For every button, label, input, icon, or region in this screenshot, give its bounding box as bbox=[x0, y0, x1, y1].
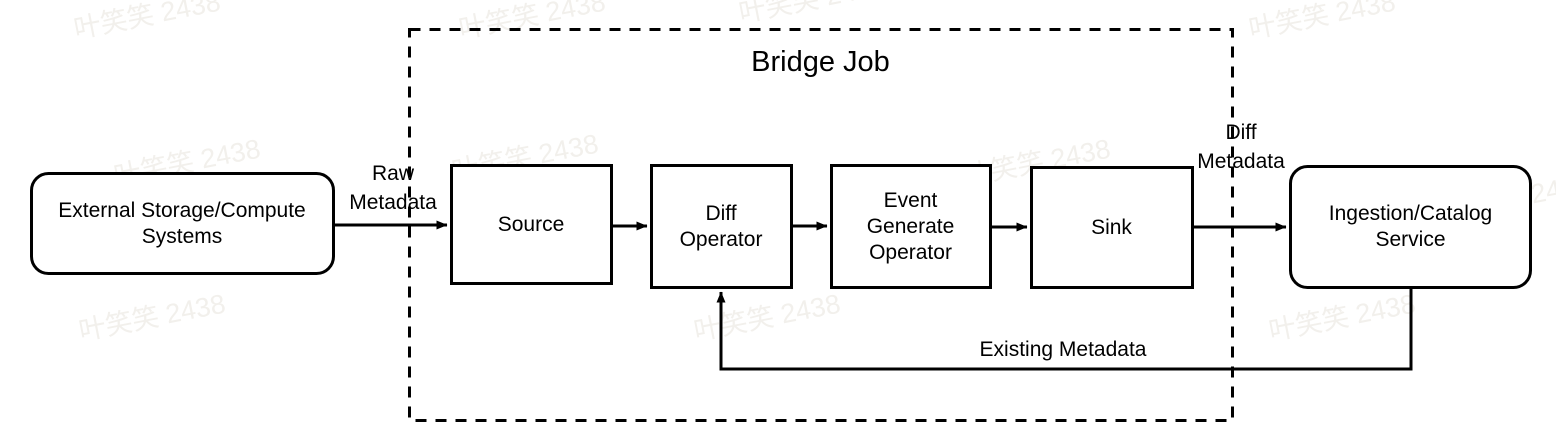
bridge-job-title: Bridge Job bbox=[751, 46, 890, 78]
edge-label-diff-metadata: Diff Metadata bbox=[1197, 121, 1285, 173]
node-event-generate-operator-box[interactable] bbox=[830, 164, 992, 289]
node-source-box[interactable] bbox=[450, 164, 613, 285]
node-ingestion-catalog-service-box[interactable] bbox=[1289, 165, 1532, 289]
edge-ingestion-to-diff-operator-feedback bbox=[716, 288, 1413, 371]
edge-label-existing-metadata: Existing Metadata bbox=[979, 338, 1147, 361]
bridge-job-group-boundary bbox=[408, 28, 1234, 422]
node-external-storage-box[interactable] bbox=[30, 172, 335, 275]
node-diff-operator-box[interactable] bbox=[650, 164, 793, 289]
edge-label-raw-metadata: Raw Metadata bbox=[349, 162, 437, 214]
node-sink-box[interactable] bbox=[1030, 166, 1194, 289]
